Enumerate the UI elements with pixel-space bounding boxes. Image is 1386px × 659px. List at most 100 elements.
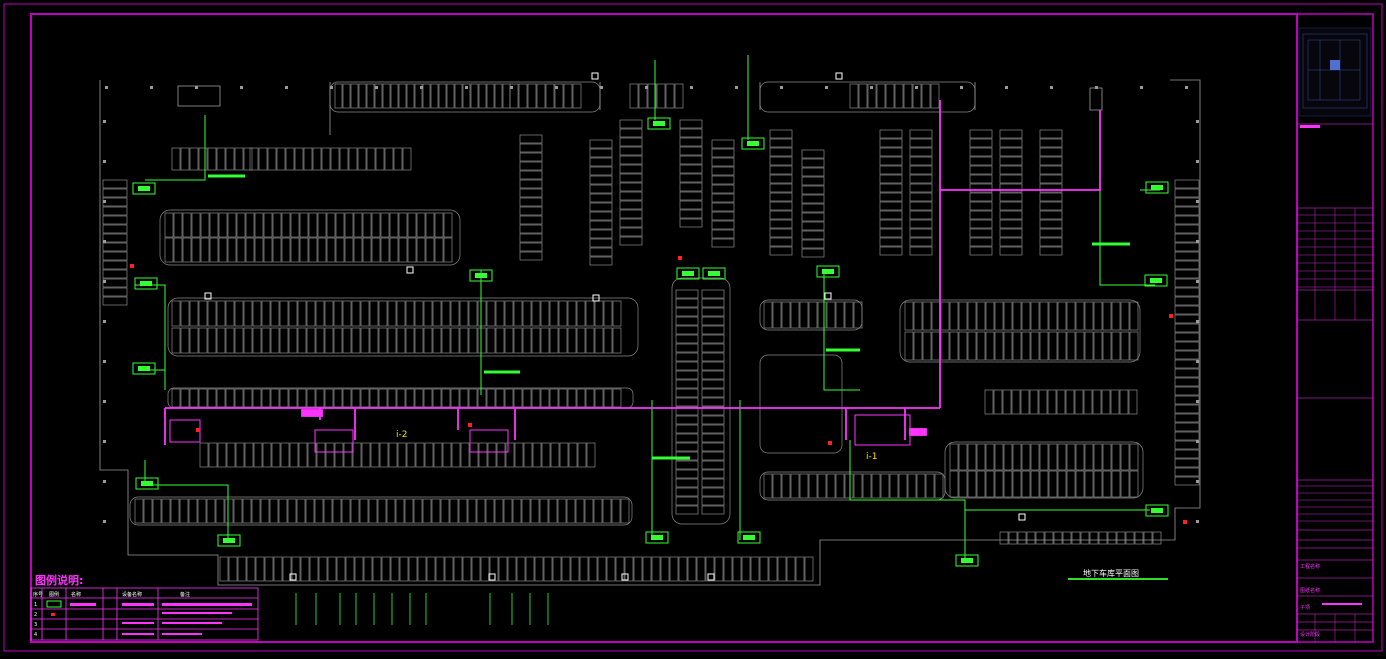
parking-stall: [333, 300, 343, 327]
parking-stall: [453, 556, 463, 582]
parking-stall: [379, 442, 389, 468]
exhaust-fan-core: [138, 366, 150, 371]
parking-stall: [781, 301, 791, 329]
parking-stall: [958, 470, 968, 498]
parking-stall: [898, 473, 908, 499]
parking-island: [759, 354, 843, 454]
parking-stall: [324, 327, 334, 354]
parking-stall: [1129, 331, 1139, 361]
parking-stall: [519, 170, 543, 180]
parking-stall: [969, 138, 993, 148]
parking-stall: [1107, 531, 1117, 545]
column: [870, 86, 873, 89]
parking-stall: [606, 556, 616, 582]
parking-stall: [255, 556, 265, 582]
parking-stall: [867, 83, 877, 109]
column: [1196, 360, 1199, 363]
exhaust-fan-core: [475, 273, 487, 278]
parking-stall: [1174, 404, 1200, 414]
parking-stall: [102, 206, 128, 216]
exhaust-fan-icon: [132, 182, 156, 195]
parking-stall: [879, 246, 903, 256]
magenta-pipe-lines: [164, 100, 1101, 453]
parking-stall: [1084, 331, 1094, 361]
exhaust-fan-core: [682, 271, 694, 276]
parking-stall: [678, 556, 688, 582]
parking-stall: [188, 498, 198, 524]
column: [690, 86, 693, 89]
parking-stall: [316, 442, 326, 468]
parking-stall: [1174, 422, 1200, 432]
section-marker-icon: [621, 573, 629, 581]
parking-stall: [768, 556, 778, 582]
parking-stall: [243, 147, 253, 171]
parking-stall: [245, 212, 255, 238]
parking-stall: [1174, 332, 1200, 342]
parking-stall: [468, 300, 478, 327]
column: [103, 480, 106, 483]
column: [103, 400, 106, 403]
parking-stall: [801, 194, 825, 204]
parking-stall: [233, 498, 243, 524]
parking-stall: [381, 556, 391, 582]
parking-stall: [306, 388, 316, 408]
parking-stall: [289, 442, 299, 468]
parking-stall: [306, 300, 316, 327]
parking-stall: [191, 237, 201, 263]
parking-stall: [741, 556, 751, 582]
parking-stall: [549, 388, 559, 408]
parking-stall: [519, 233, 543, 243]
parking-stall: [549, 300, 559, 327]
parking-stall: [1174, 341, 1200, 351]
alarm-point-icon: [678, 256, 682, 260]
parking-stall: [985, 443, 995, 471]
parking-stall: [769, 165, 793, 175]
parking-stall: [586, 442, 596, 468]
parking-stall: [315, 388, 325, 408]
parking-stall: [454, 83, 463, 109]
parking-stall: [969, 246, 993, 256]
parking-stall: [969, 237, 993, 247]
parking-stall: [912, 83, 922, 109]
parking-stall: [999, 201, 1023, 211]
parking-stall: [1174, 251, 1200, 261]
parking-stall: [519, 161, 543, 171]
parking-stall: [894, 83, 904, 109]
parking-stall: [1030, 470, 1040, 498]
parking-stall: [530, 498, 540, 524]
parking-stall: [179, 498, 189, 524]
key-plan-sketch: [1302, 33, 1368, 109]
parking-stall: [612, 327, 622, 354]
parking-stall: [1003, 443, 1013, 471]
parking-stall: [200, 212, 210, 238]
parking-stall: [398, 83, 407, 109]
parking-stall: [1038, 389, 1048, 415]
parking-stall: [799, 473, 809, 499]
key-plan-outline: [1302, 33, 1368, 109]
parking-stall: [801, 149, 825, 159]
parking-stall: [408, 556, 418, 582]
exhaust-fan-core: [138, 186, 150, 191]
parking-stall: [1039, 219, 1063, 229]
legend-row-number: 2: [34, 612, 37, 618]
parking-stall: [801, 185, 825, 195]
parking-stall: [940, 331, 950, 361]
parking-stall: [1174, 440, 1200, 450]
column: [1050, 86, 1053, 89]
parking-stall: [589, 193, 613, 203]
parking-stall: [879, 219, 903, 229]
parking-stall: [352, 442, 362, 468]
parking-stall: [152, 498, 162, 524]
parking-stall: [191, 212, 201, 238]
equipment-tag: [909, 428, 927, 436]
parking-stall: [999, 183, 1023, 193]
parking-stall: [701, 388, 725, 398]
parking-stall: [976, 470, 986, 498]
parking-stall: [495, 300, 505, 327]
parking-stall: [994, 443, 1004, 471]
parking-stall: [321, 147, 331, 171]
legend-row-number: 3: [34, 622, 37, 628]
parking-stall: [909, 174, 933, 184]
parking-stall: [1093, 470, 1103, 498]
exhaust-fan-core: [708, 271, 720, 276]
